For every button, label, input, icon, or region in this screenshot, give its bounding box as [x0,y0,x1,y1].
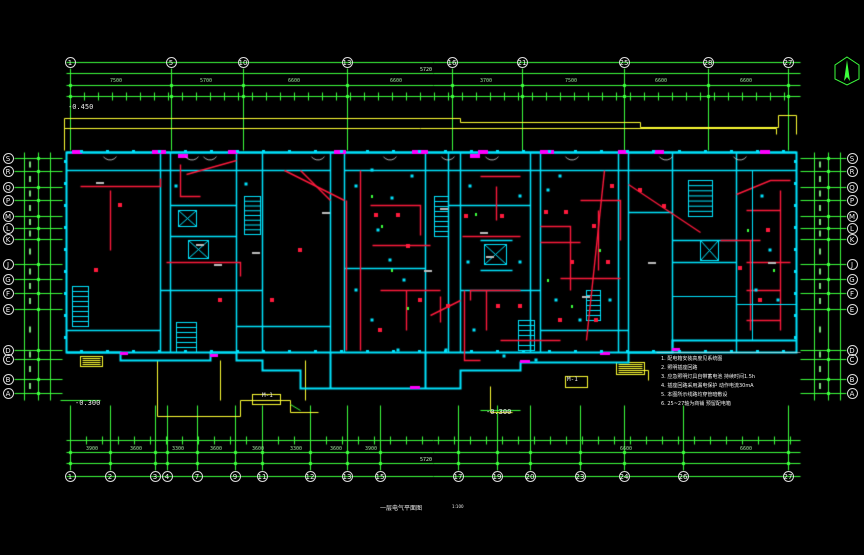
axis-bubble-row-left: P [2,194,14,206]
axis-bubble-row-left: E [2,303,14,315]
axis-bubble-bottom: 19 [491,470,503,482]
axis-bubble-row-right: C [846,353,858,365]
axis-bubble-row-right: J [846,258,858,270]
drawing-title: 一层电气平面图 [380,505,423,512]
dimension-top-segment: 3700 [480,78,493,84]
axis-bubble-bottom: 3 [149,470,161,482]
axis-bubble-row-right: B [846,373,858,385]
drawing-scale: 1:100 [452,504,464,509]
axis-bubble-bottom: 23 [574,470,586,482]
axis-bubble-row-right: S [846,152,858,164]
note-4: 4. 插座回路采用漏电保护 动作电流30mA [661,383,754,389]
axis-bubble-row-left: G [2,273,14,285]
axis-bubble-row-left: J [2,258,14,270]
axis-bubble-row-left: M [2,210,14,222]
dimension-bottom-segment: 6600 [740,446,753,452]
dimension-top-segment: 6600 [655,78,668,84]
axis-bubble-bottom: 24 [618,470,630,482]
axis-bubble-top: 25 [618,56,630,68]
axis-bubble-bottom: 7 [191,470,203,482]
note-2: 2. 照明插座回路 [661,365,698,371]
dimension-bottom-segment: 3900 [365,446,378,452]
note-3: 3. 应急照明灯具自带蓄电池 持续时间1.5h [661,374,756,380]
axis-bubble-row-right: F [846,287,858,299]
dimension-top-segment: 6600 [390,78,403,84]
dimension-bottom-segment: 3300 [290,446,303,452]
dimension-bottom-segment: 3600 [210,446,223,452]
axis-bubble-top: 5 [165,56,177,68]
axis-bubble-bottom: 26 [677,470,689,482]
axis-bubble-row-right: R [846,165,858,177]
axis-bubble-bottom: 20 [524,470,536,482]
axis-bubble-bottom: 12 [304,470,316,482]
axis-bubble-bottom: 1 [64,470,76,482]
axis-bubble-row-right: E [846,303,858,315]
axis-bubble-row-right: Q [846,181,858,193]
axis-bubble-row-right: G [846,273,858,285]
axis-bubble-top: 28 [702,56,714,68]
axis-bubble-row-left: A [2,387,14,399]
axis-bubble-top: 13 [341,56,353,68]
axis-bubble-row-left: Q [2,181,14,193]
axis-bubble-row-left: K [2,233,14,245]
note-6: 6. 25~27轴为商铺 预留配电箱 [661,401,731,407]
axis-bubble-row-left: B [2,373,14,385]
dimension-top-segment: 6600 [288,78,301,84]
elevation-label-bottom: -0.300 [486,408,512,416]
axis-bubble-bottom: 13 [341,470,353,482]
dimension-top-total: 5720 [420,67,433,73]
axis-bubble-row-right: A [846,387,858,399]
axis-bubble-top: 1 [64,56,76,68]
axis-bubble-row-right: L [846,222,858,234]
north-arrow-icon [834,56,860,86]
axis-bubble-bottom: 9 [229,470,241,482]
axis-bubble-row-left: S [2,152,14,164]
dimension-bottom-segment: 3600 [130,446,143,452]
axis-bubble-bottom: 27 [782,470,794,482]
dimension-bottom-segment: 3900 [86,446,99,452]
dimension-top-segment: 7500 [110,78,123,84]
axis-bubble-top: 16 [446,56,458,68]
axis-bubble-top: 21 [516,56,528,68]
axis-bubble-bottom: 15 [374,470,386,482]
axis-bubble-bottom: 17 [452,470,464,482]
axis-bubble-bottom: 11 [256,470,268,482]
dimension-top-segment: 7500 [565,78,578,84]
dimension-bottom-total: 5720 [420,457,433,463]
axis-bubble-row-left: L [2,222,14,234]
axis-bubble-row-left: R [2,165,14,177]
axis-bubble-row-right: K [846,233,858,245]
axis-bubble-row-left: C [2,353,14,365]
axis-bubble-top: 27 [782,56,794,68]
axis-bubble-row-left: F [2,287,14,299]
elevation-label-top: -0.450 [68,103,94,111]
axis-bubble-bottom: 4 [161,470,173,482]
dimension-bottom-segment: 3300 [172,446,185,452]
note-5: 5. 本图所示线路均穿管暗敷设 [661,392,728,398]
dimension-bottom-segment: 3600 [330,446,343,452]
door-label-m1-right: M-1 [567,376,578,383]
door-label-m1-left: M-1 [262,392,273,399]
elevation-label-left: -0.300 [75,399,101,407]
dimension-bottom-segment: 6600 [620,446,633,452]
note-1: 1. 配电箱安装高度见系统图 [661,356,723,362]
axis-bubble-bottom: 2 [104,470,116,482]
dimension-top-segment: 6600 [740,78,753,84]
axis-bubble-row-right: P [846,194,858,206]
dimension-top-segment: 5700 [200,78,213,84]
axis-bubble-top: 10 [237,56,249,68]
dimension-bottom-segment: 3600 [252,446,265,452]
axis-bubble-row-right: M [846,210,858,222]
